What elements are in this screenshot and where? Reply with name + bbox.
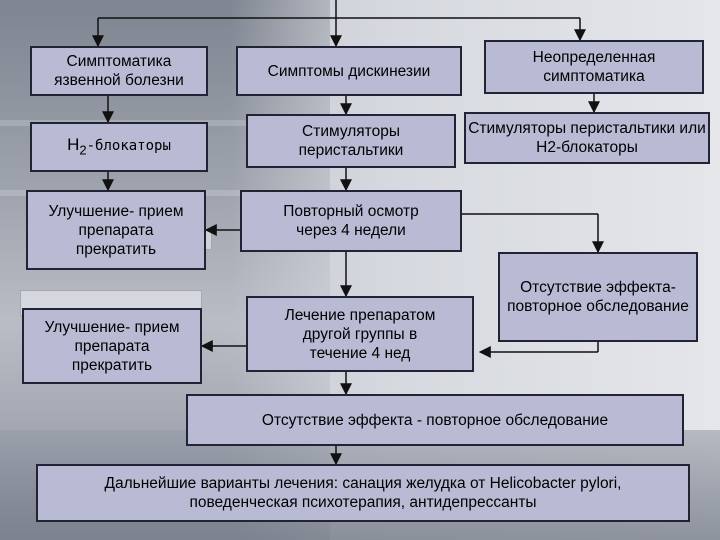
box-symptoms-ulcer: Симптоматика язвенной болезни [30, 46, 208, 96]
box-symptoms-ulcer-text: Симптоматика язвенной болезни [54, 53, 184, 89]
box-prokinetics-or-h2: Стимуляторы перистальтики или Н2-блокато… [464, 112, 710, 164]
box-further-options: Дальнейшие варианты лечения: санация жел… [36, 464, 690, 522]
box-symptoms-dyskinesia: Симптомы дискинезии [236, 46, 462, 96]
box-other-group-treatment: Лечение препаратом другой группы в течен… [246, 296, 474, 372]
box-recheck-4-weeks-text: Повторный осмотр через 4 недели [283, 203, 419, 239]
box-prokinetics-or-h2-text: Стимуляторы перистальтики или Н2-блокато… [468, 120, 706, 156]
box-no-effect-reexam: Отсутствие эффекта- повторное обследован… [498, 252, 698, 342]
box-further-options-text: Дальнейшие варианты лечения: санация жел… [104, 475, 622, 511]
box-no-effect-reexam-2-text: Отсутствие эффекта - повторное обследова… [261, 411, 609, 429]
box-no-effect-reexam-text: Отсутствие эффекта- повторное обследован… [507, 279, 689, 315]
box-improvement-1-text: Улучшение- прием препарата прекратить [48, 202, 184, 258]
box-prokinetics-text: Стимуляторы перистальтики [298, 123, 404, 159]
box-undefined-symptoms-text: Неопределенная симптоматика [532, 49, 656, 85]
box-improvement-2-text: Улучшение- прием препарата прекратить [44, 318, 180, 374]
box-prokinetics: Стимуляторы перистальтики [246, 114, 456, 168]
box-recheck-4-weeks: Повторный осмотр через 4 недели [240, 190, 462, 252]
box-h2-blockers: H2-блокаторы [30, 122, 208, 172]
box-h2-blockers-text: H2-блокаторы [67, 134, 171, 158]
box-improvement-2: Улучшение- прием препарата прекратить [22, 308, 202, 384]
box-no-effect-reexam-2: Отсутствие эффекта - повторное обследова… [186, 394, 684, 446]
box-improvement-1: Улучшение- прием препарата прекратить [26, 190, 206, 270]
box-undefined-symptoms: Неопределенная симптоматика [484, 40, 704, 94]
box-other-group-treatment-text: Лечение препаратом другой группы в течен… [284, 306, 436, 362]
box-symptoms-dyskinesia-text: Симптомы дискинезии [267, 62, 431, 80]
